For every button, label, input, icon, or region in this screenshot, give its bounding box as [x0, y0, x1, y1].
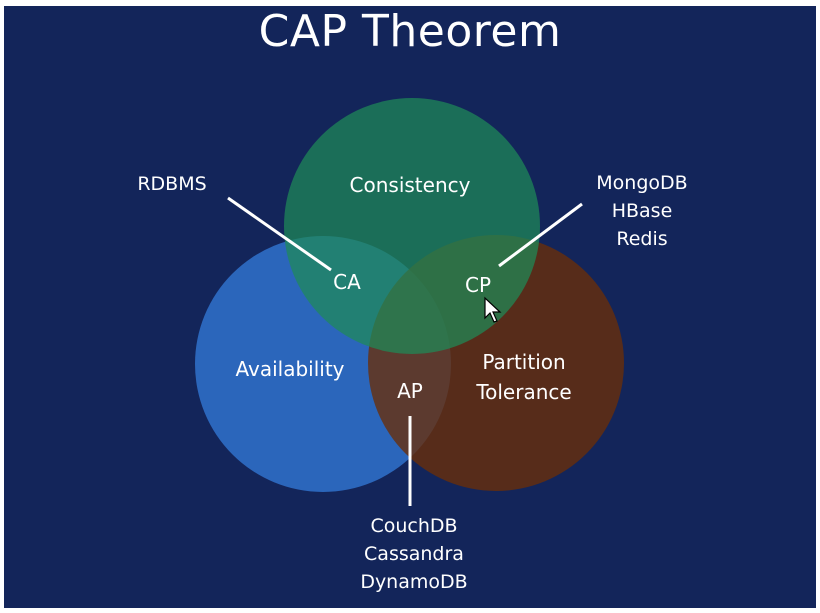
cp-leader-line	[498, 202, 583, 268]
ap-callout-couchdb: CouchDB	[370, 515, 457, 537]
cp-callout-hbase: HBase	[612, 200, 673, 222]
partition-label-line-2: Tolerance	[475, 380, 571, 404]
availability-label: Availability	[235, 357, 344, 381]
consistency-circle	[284, 98, 540, 354]
ca-label: CA	[333, 270, 361, 294]
partition-label-line-1: Partition	[482, 350, 565, 374]
slide-title: CAP Theorem	[258, 6, 562, 57]
cap-venn-diagram: Consistency Availability Partition Toler…	[137, 98, 688, 593]
cp-label: CP	[465, 273, 491, 297]
consistency-label: Consistency	[350, 173, 471, 197]
cp-callout-redis: Redis	[616, 228, 667, 250]
rdbms-callout: RDBMS	[137, 173, 206, 195]
mouse-cursor-icon	[484, 296, 502, 323]
slide: CAP Theorem Consistency Availability Par…	[4, 6, 816, 608]
ap-callout-cassandra: Cassandra	[364, 543, 464, 565]
cp-callout-mongodb: MongoDB	[596, 172, 687, 194]
ap-label: AP	[397, 379, 423, 403]
rdbms-leader-line	[227, 196, 332, 272]
ap-callout-dynamodb: DynamoDB	[360, 571, 467, 593]
